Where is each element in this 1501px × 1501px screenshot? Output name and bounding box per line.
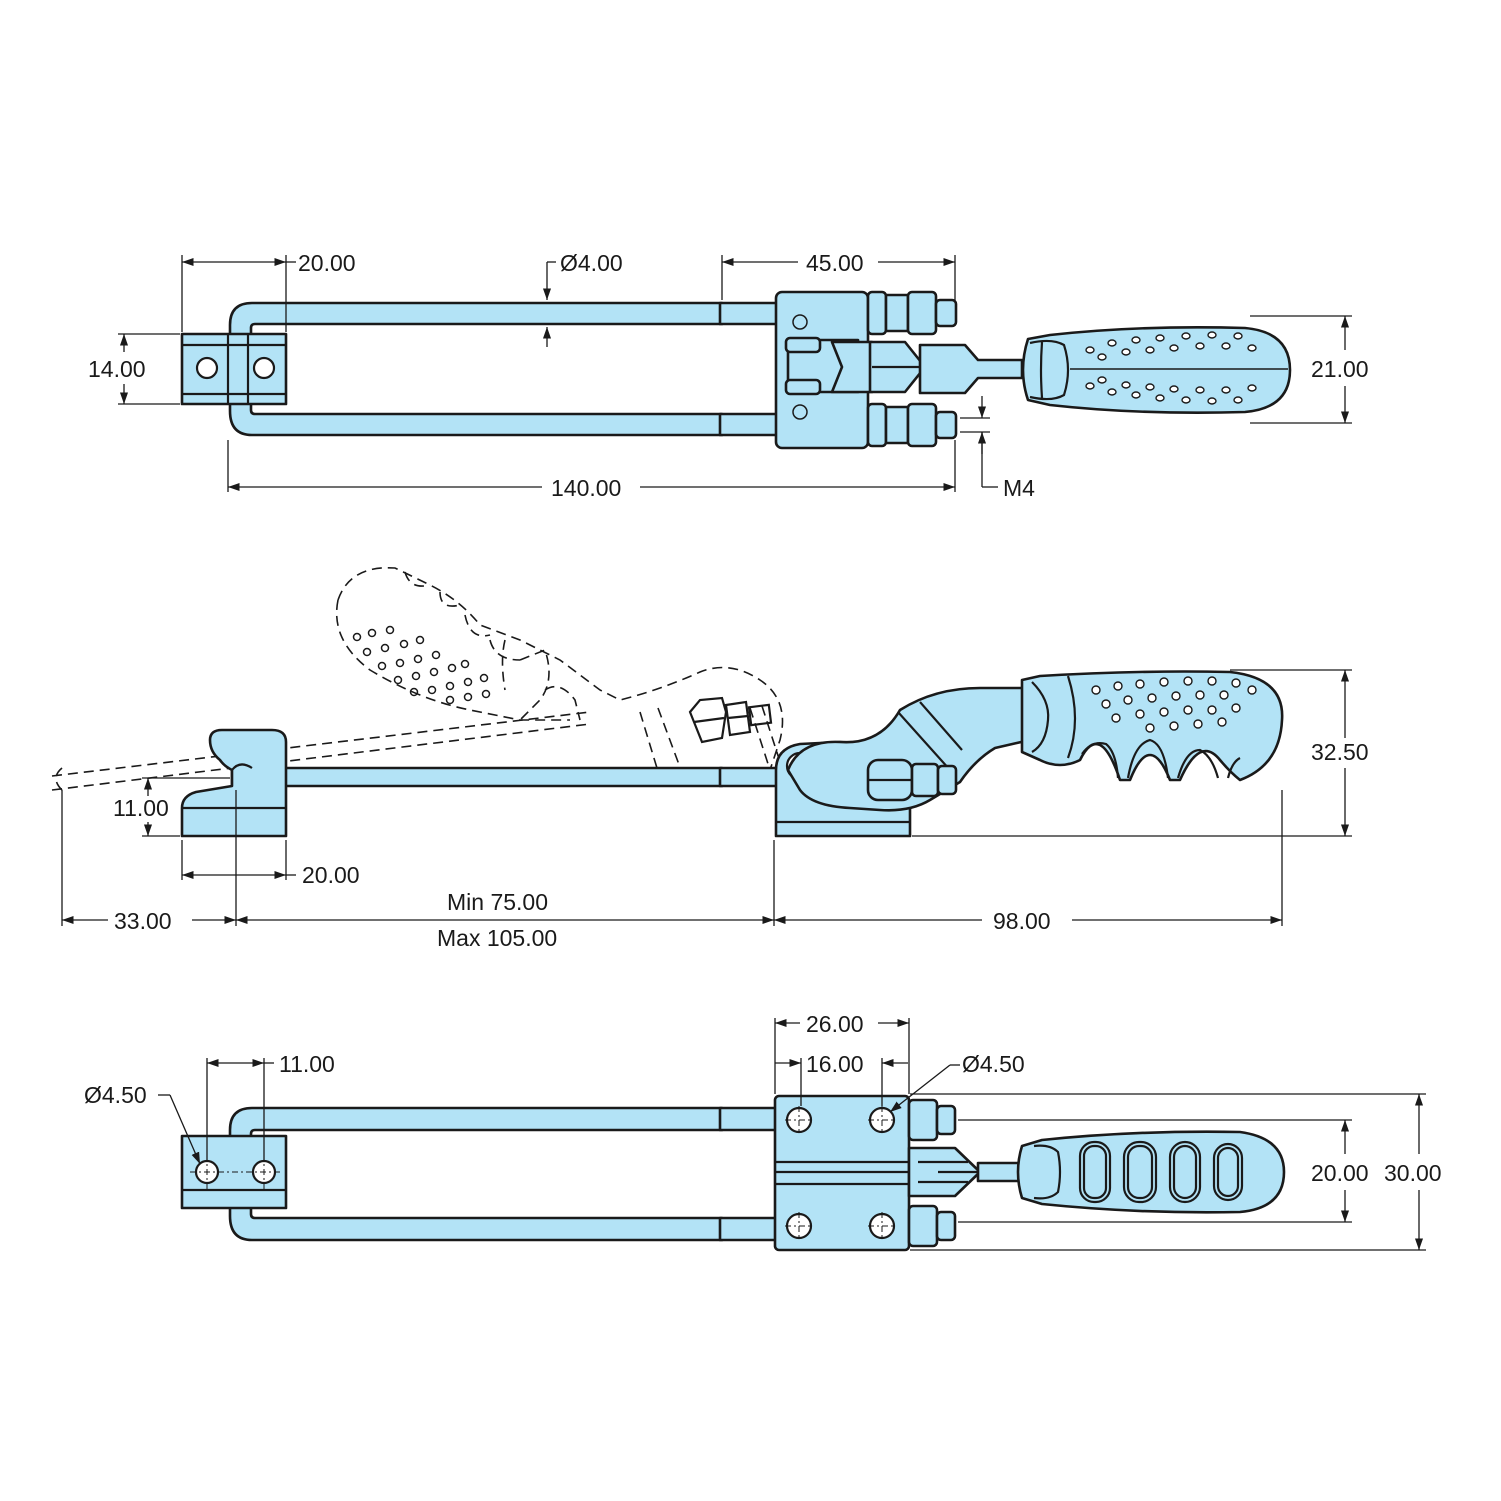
dim-hole-dia-left: Ø4.50	[84, 1082, 147, 1108]
dim-hole-spacing-left: 11.00	[279, 1051, 335, 1077]
hook-hole-right	[252, 356, 276, 380]
nut-lower-3	[906, 402, 938, 448]
dim-hook-width: 20.00	[302, 862, 360, 888]
thread-end-upper	[718, 301, 782, 326]
dim-handle-height: 32.50	[1311, 739, 1369, 765]
hook-hole-left	[195, 356, 219, 380]
dim-outer-30: 30.00	[1384, 1160, 1442, 1186]
dim-thread-m4: M4	[1003, 475, 1035, 501]
dim-hole-spacing-16: 16.00	[806, 1051, 864, 1077]
dim-range-min: Min 75.00	[447, 889, 548, 915]
grip-dots-top	[1085, 331, 1257, 405]
bottom-u-rod	[228, 1106, 724, 1242]
dim-inner-20: 20.00	[1311, 1160, 1369, 1186]
dim-rod-dia: Ø4.00	[560, 250, 623, 276]
side-nut	[866, 758, 958, 802]
dim-handle-21: 21.00	[1311, 356, 1369, 382]
phantom-open-position	[51, 567, 784, 791]
dim-base-26: 26.00	[806, 1011, 864, 1037]
nut-upper-1	[866, 290, 888, 336]
u-rod	[228, 301, 724, 437]
nut-upper-2	[884, 293, 910, 333]
dim-handle-length: 98.00	[993, 908, 1051, 934]
dim-range-max: Max 105.00	[437, 925, 557, 951]
dim-left-offset: 33.00	[114, 908, 172, 934]
side-view: 32.50 11.00 20.00 33.00 Min 75.00 Max 10…	[51, 567, 1369, 951]
nut-lower-1	[866, 402, 888, 448]
dim-hook-height: 11.00	[113, 795, 169, 821]
dim-top-width-20: 20.00	[298, 250, 356, 276]
nut-upper-3	[906, 290, 938, 336]
nut-lower-2	[884, 405, 910, 445]
bottom-view: 11.00 Ø4.50 26.00 16.00 Ø4.50 20.00 30.0…	[84, 1011, 1442, 1252]
phantom-nut	[688, 696, 773, 744]
thread-end-lower	[718, 412, 782, 437]
phantom-grip-dots	[352, 625, 491, 705]
top-view: 20.00 Ø4.00 45.00 14.00 21.00 140.00 M4	[88, 250, 1369, 501]
side-grip-dots	[1091, 676, 1257, 733]
dim-height-14: 14.00	[88, 356, 146, 382]
handle-shaft	[918, 343, 1024, 395]
dim-base-45: 45.00	[806, 250, 864, 276]
dim-hole-dia-right: Ø4.50	[962, 1051, 1025, 1077]
side-hook	[180, 728, 288, 838]
side-rod	[230, 766, 724, 788]
dim-overall-140: 140.00	[551, 475, 621, 501]
